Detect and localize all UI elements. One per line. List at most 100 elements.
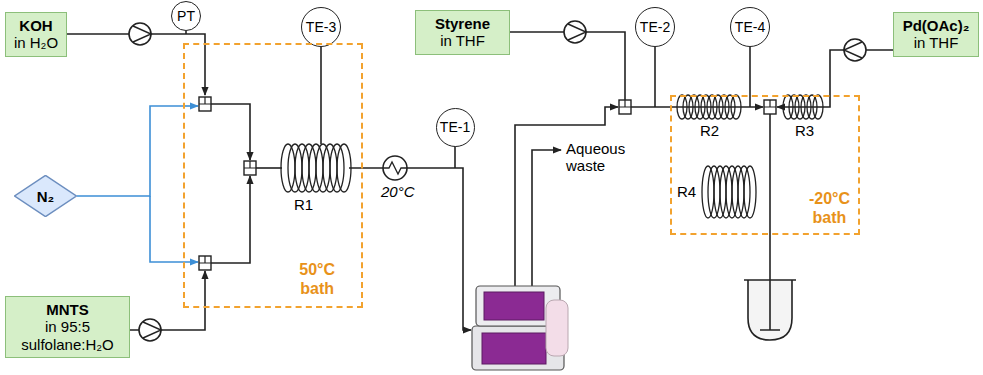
mixer-tee xyxy=(619,100,631,107)
coil-loop xyxy=(707,95,717,119)
node-title: PT xyxy=(177,8,195,24)
node-title: TE-2 xyxy=(640,19,670,35)
mixer-tee xyxy=(199,97,211,104)
flow-line xyxy=(256,167,282,169)
coil-loop xyxy=(677,95,687,119)
flow-line xyxy=(407,168,471,330)
sensor-line xyxy=(185,31,187,34)
mixer-tee xyxy=(764,100,776,107)
reactor-label: R1 xyxy=(294,197,313,214)
node-text: in 95:5 sulfolane:H₂O xyxy=(11,318,124,353)
flow-connector xyxy=(77,106,183,196)
node-title: TE-3 xyxy=(306,19,336,35)
coil-loop xyxy=(731,95,741,119)
pump-arrow xyxy=(568,24,586,40)
pressure-sensor: PT xyxy=(171,1,201,31)
stream-label: Aqueous waste xyxy=(566,141,625,174)
mixer-body xyxy=(199,97,211,111)
tee-mixer xyxy=(619,100,631,114)
mixer-tee xyxy=(199,256,211,263)
feed-box: MNTSin 95:5 sulfolane:H₂O xyxy=(5,296,130,358)
membrane-panel xyxy=(482,333,546,364)
reactor-label: R4 xyxy=(677,184,696,201)
mixer-tee xyxy=(244,161,256,168)
exchanger-body xyxy=(383,156,407,180)
flow-line xyxy=(349,167,383,169)
node-title: Styrene xyxy=(435,15,490,32)
reactor-coil xyxy=(281,144,351,192)
node-title: Pd(OAc)₂ xyxy=(903,17,970,34)
temperature-label: 20°C xyxy=(381,184,415,201)
feed-box: Styrenein THF xyxy=(415,10,510,55)
node-text: in THF xyxy=(914,34,959,51)
bath-region: -20°C bath xyxy=(670,95,860,235)
coil-loop xyxy=(725,95,735,119)
coil-loop xyxy=(719,95,729,119)
pump-body xyxy=(129,23,151,45)
flow-line xyxy=(532,150,561,286)
bath-region: 50°C bath xyxy=(183,43,363,308)
flow-line xyxy=(211,104,250,160)
coil-loop xyxy=(795,95,805,119)
sensor-line xyxy=(454,145,456,168)
pump-arrow xyxy=(844,42,862,58)
sensor-line xyxy=(320,47,322,144)
stirrer xyxy=(760,276,780,330)
flow-line xyxy=(211,176,250,263)
pump-arrow xyxy=(143,322,161,338)
pump-arrow xyxy=(133,26,151,42)
coil-loop xyxy=(337,144,351,192)
flow-line xyxy=(204,43,206,95)
flow-line xyxy=(204,271,206,308)
coil-loop xyxy=(807,95,817,119)
coil-loop xyxy=(689,95,699,119)
tee-mixer xyxy=(764,100,776,114)
sensor-line xyxy=(749,47,751,107)
temperature-sensor: TE-4 xyxy=(730,7,770,47)
coil-loop xyxy=(683,95,693,119)
node-text: in H₂O xyxy=(14,34,58,51)
node-title: N₂ xyxy=(37,188,55,205)
bath-label: -20°C bath xyxy=(809,190,850,227)
pump-symbol xyxy=(564,21,586,43)
diamond-shape xyxy=(15,175,77,216)
feed-box: Pd(OAc)₂in THF xyxy=(893,12,979,57)
pump-body xyxy=(139,319,161,341)
membrane-panel xyxy=(484,292,544,320)
temperature-sensor: TE-1 xyxy=(436,108,475,147)
heat-exchanger xyxy=(383,156,407,180)
pump-body xyxy=(844,39,866,61)
tee-mixer xyxy=(199,97,211,111)
nitrogen-line xyxy=(183,105,198,107)
nitrogen-line xyxy=(150,196,198,262)
bath-label-block: -20°C bath xyxy=(809,190,850,227)
flow-line xyxy=(515,107,618,286)
pump-symbol xyxy=(129,23,151,45)
coil-loop xyxy=(783,95,793,119)
node-title: MNTS xyxy=(46,301,89,318)
node-title: KOH xyxy=(19,17,52,34)
sensor-line xyxy=(654,47,656,107)
coil-loop xyxy=(813,95,823,119)
reactor-label: R2 xyxy=(700,123,719,140)
coil-loop xyxy=(713,95,723,119)
pump-body xyxy=(564,21,586,43)
flow-line xyxy=(769,114,771,276)
separator-housing xyxy=(546,300,568,356)
bath-label: 50°C bath xyxy=(299,261,335,298)
temperature-sensor: TE-2 xyxy=(635,7,675,47)
node-title: TE-4 xyxy=(735,19,765,35)
reactor-label: R3 xyxy=(795,123,814,140)
coil-loop xyxy=(789,95,799,119)
tee-mixer xyxy=(244,161,256,175)
mixer-body xyxy=(619,100,631,114)
coil-loop xyxy=(695,95,705,119)
exchanger-zigzag xyxy=(383,162,407,174)
reactor-coil xyxy=(783,95,823,119)
stirred-vessel xyxy=(744,276,796,340)
node-title: TE-1 xyxy=(440,119,470,135)
temperature-sensor: TE-3 xyxy=(301,7,341,47)
pump-symbol xyxy=(139,319,161,341)
membrane-separator xyxy=(472,286,568,370)
